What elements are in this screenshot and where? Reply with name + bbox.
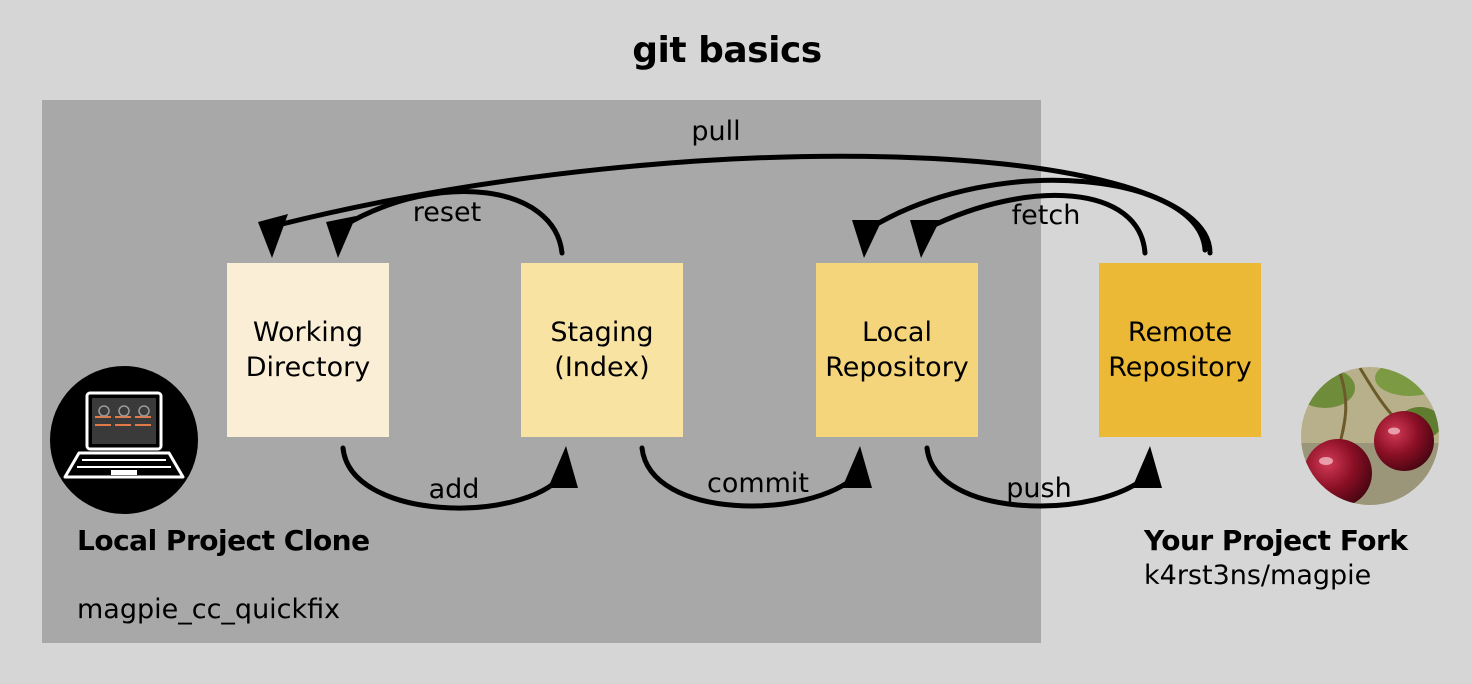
remote-repository-label-line2: Repository xyxy=(1108,352,1252,383)
fetch-to-local-arrow xyxy=(867,177,1208,253)
local-repository-label-line2: Repository xyxy=(825,352,969,383)
reset-arrow xyxy=(342,189,565,256)
fork-repo-name: k4rst3ns/magpie xyxy=(1144,560,1372,591)
local-project-clone-caption: Local Project Clone xyxy=(77,524,370,557)
add-arrow xyxy=(340,445,566,511)
working-directory-label-line1: Working xyxy=(252,317,364,348)
diagram-title: git basics xyxy=(632,30,822,71)
reset-label: reset xyxy=(413,197,481,228)
push-label: push xyxy=(1006,473,1071,504)
remote-repository-box: Remote Repository xyxy=(1099,263,1261,437)
pull-arrowhead xyxy=(258,214,288,258)
staging-box: Staging (Index) xyxy=(521,263,683,437)
fetch-arrow xyxy=(925,192,1148,256)
remote-repository-label-line1: Remote xyxy=(1127,317,1233,348)
local-repo-name: magpie_cc_quickfix xyxy=(77,594,341,625)
commit-arrow xyxy=(639,445,860,509)
staging-label-line1: Staging xyxy=(550,317,654,348)
cherries-icon xyxy=(1301,367,1439,505)
push-arrowhead xyxy=(1132,446,1162,488)
laptop-icon xyxy=(50,366,198,514)
commit-arrowhead xyxy=(842,446,872,488)
push-arrow xyxy=(924,445,1151,509)
fetch-local-arrowhead xyxy=(852,220,882,258)
pull-label: pull xyxy=(691,116,740,147)
add-label: add xyxy=(429,474,480,505)
working-directory-label-line2: Directory xyxy=(245,352,371,383)
commit-label: commit xyxy=(707,468,809,499)
working-directory-box: Working Directory xyxy=(227,263,389,437)
project-fork-caption: Your Project Fork xyxy=(1144,524,1408,557)
local-repository-box: Local Repository xyxy=(816,263,978,437)
local-repository-label-line1: Local xyxy=(862,317,932,348)
fetch-arrowhead xyxy=(910,220,940,258)
staging-label-line2: (Index) xyxy=(554,352,650,383)
reset-arrowhead xyxy=(326,216,356,258)
add-arrowhead xyxy=(548,446,578,488)
fetch-label: fetch xyxy=(1012,200,1081,231)
